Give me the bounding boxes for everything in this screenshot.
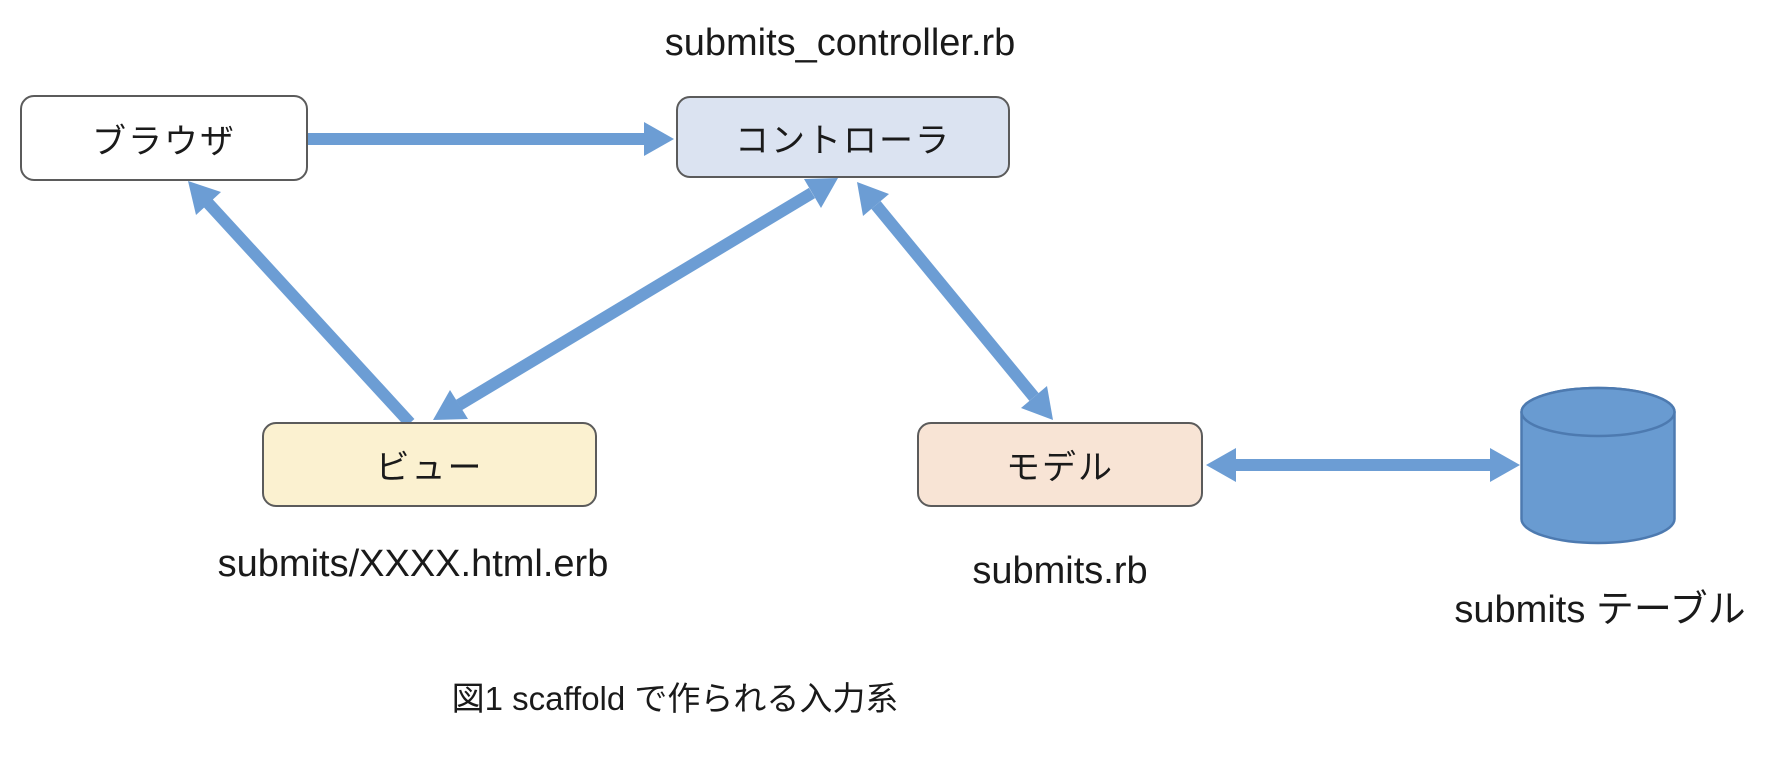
node-browser-label: ブラウザ xyxy=(92,122,236,161)
database-cylinder-icon xyxy=(1520,386,1676,545)
node-controller-label: コントローラ xyxy=(735,121,951,160)
arrow-model-database-two-way xyxy=(1206,448,1520,482)
figure-caption: 図1 scaffold で作られる入力系 xyxy=(451,680,899,717)
arrow-view-to-browser xyxy=(188,181,415,428)
node-controller: コントローラ xyxy=(676,96,1010,178)
node-view-label: ビュー xyxy=(375,449,484,487)
model-file-label: submits.rb xyxy=(972,550,1148,592)
view-file-label: submits/XXXX.html.erb xyxy=(217,543,609,585)
controller-file-label: submits_controller.rb xyxy=(664,22,1016,64)
arrow-controller-view-two-way xyxy=(433,178,838,420)
node-model: モデル xyxy=(917,422,1203,507)
node-model-label: モデル xyxy=(1006,449,1114,487)
node-browser: ブラウザ xyxy=(20,95,308,181)
database-table-label: submits テーブル xyxy=(1454,589,1746,631)
arrow-controller-model-two-way xyxy=(857,182,1053,420)
arrow-browser-to-controller xyxy=(308,122,674,156)
node-view: ビュー xyxy=(262,422,597,507)
